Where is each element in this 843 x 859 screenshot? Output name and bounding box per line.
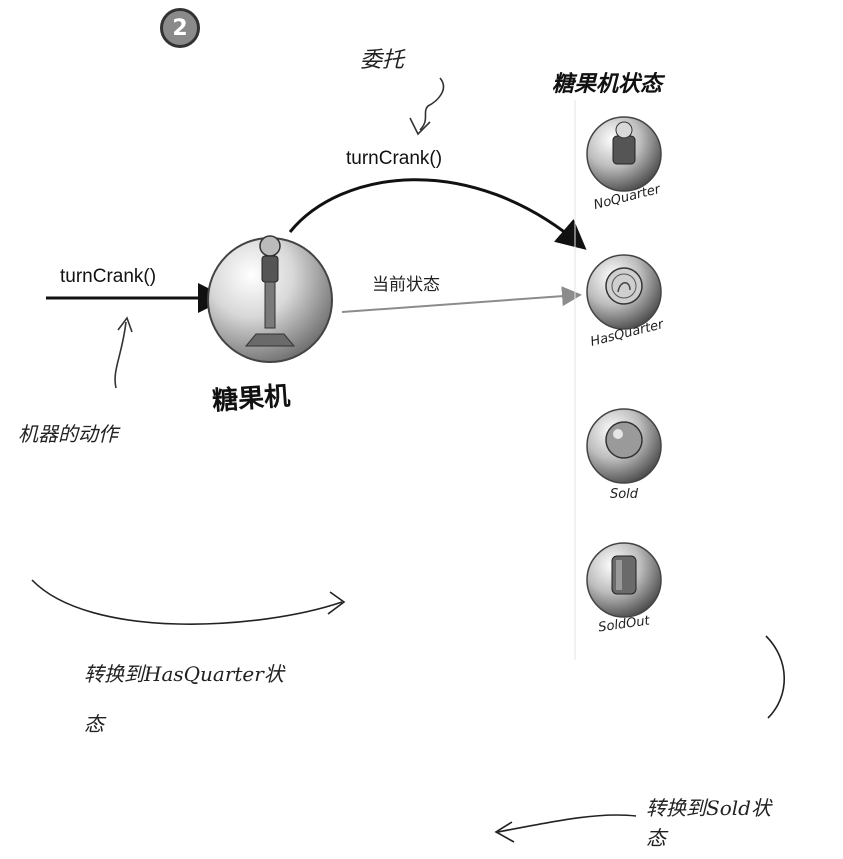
state-sold	[586, 408, 662, 484]
transition-sold-note-line1: 转换到Sold状	[646, 796, 771, 820]
transition-has-quarter-arrow	[31, 579, 343, 625]
step-number: 2	[172, 15, 188, 41]
current-state-label: 当前状态	[372, 275, 440, 295]
machine-action-note: 机器的动作	[18, 422, 118, 446]
action-note-pointer	[114, 321, 127, 389]
quarter-coin-icon	[605, 267, 643, 305]
transition-sold-arrow	[497, 814, 637, 833]
gumball-icon	[605, 421, 643, 459]
gumball-machine	[207, 235, 333, 363]
transition-sold-curve	[765, 635, 785, 719]
step-number-badge: 2	[160, 8, 200, 48]
gumball-jar-icon	[612, 121, 636, 165]
current-state-arrow	[341, 286, 582, 313]
state-soldout	[586, 542, 662, 618]
delegated-call-label: turnCrank()	[346, 148, 443, 169]
machine-label: 糖果机	[211, 381, 292, 417]
gumball-machine-icon	[244, 235, 296, 347]
state-noquarter	[586, 116, 662, 192]
states-title: 糖果机状态	[552, 72, 663, 97]
state-hasquarter	[586, 254, 662, 330]
delegate-note: 委托	[360, 48, 405, 73]
input-call-label: turnCrank()	[60, 266, 157, 287]
empty-jar-icon	[611, 555, 637, 595]
delegate-arrow	[288, 178, 587, 250]
transition-sold-note-line2: 态	[646, 826, 666, 850]
delegate-note-pointer	[419, 77, 445, 131]
transition-has-quarter-note-line2: 态	[84, 712, 104, 736]
state-label-sold: Sold	[609, 487, 639, 502]
transition-has-quarter-note-line1: 转换到HasQuarter状	[84, 662, 284, 686]
